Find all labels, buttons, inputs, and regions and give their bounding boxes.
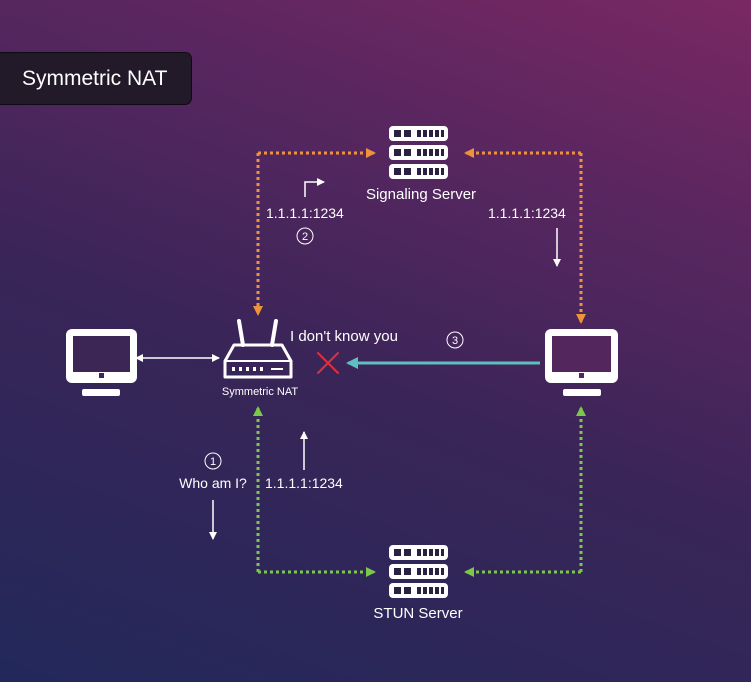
- stun-link-right: [464, 406, 586, 577]
- signaling-to-peer-address: 1.1.1.1:1234: [488, 205, 566, 221]
- step-1-number: 1: [210, 456, 216, 468]
- rejection-message: I don't know you: [290, 328, 398, 345]
- step-2-badge: 2: [296, 227, 314, 245]
- nat-router-label: Symmetric NAT: [222, 386, 298, 398]
- signaling-link-right: [464, 148, 586, 324]
- signaling-server-label: Signaling Server: [366, 186, 476, 203]
- nat-to-signaling-address: 1.1.1.1:1234: [266, 205, 344, 221]
- step-1-question: Who am I?: [179, 475, 247, 491]
- blocked-x-icon: [317, 352, 339, 374]
- right-computer-icon: [545, 329, 618, 396]
- stun-server-label: STUN Server: [373, 605, 462, 622]
- step-2-number: 2: [302, 231, 308, 243]
- stun-server-icon: [389, 545, 448, 598]
- step-3-badge: 3: [446, 331, 464, 349]
- signaling-server-icon: [389, 126, 448, 179]
- left-computer-icon: [66, 329, 137, 396]
- step-2-arrow: [304, 178, 325, 197]
- step-3-number: 3: [452, 335, 458, 347]
- stun-link-left: [253, 406, 376, 577]
- diagram-title: Symmetric NAT: [0, 52, 192, 105]
- stun-reply-address: 1.1.1.1:1234: [265, 475, 343, 491]
- router-icon: [223, 319, 293, 379]
- step-1-badge: 1: [204, 452, 222, 470]
- signaling-link-left: [253, 148, 376, 316]
